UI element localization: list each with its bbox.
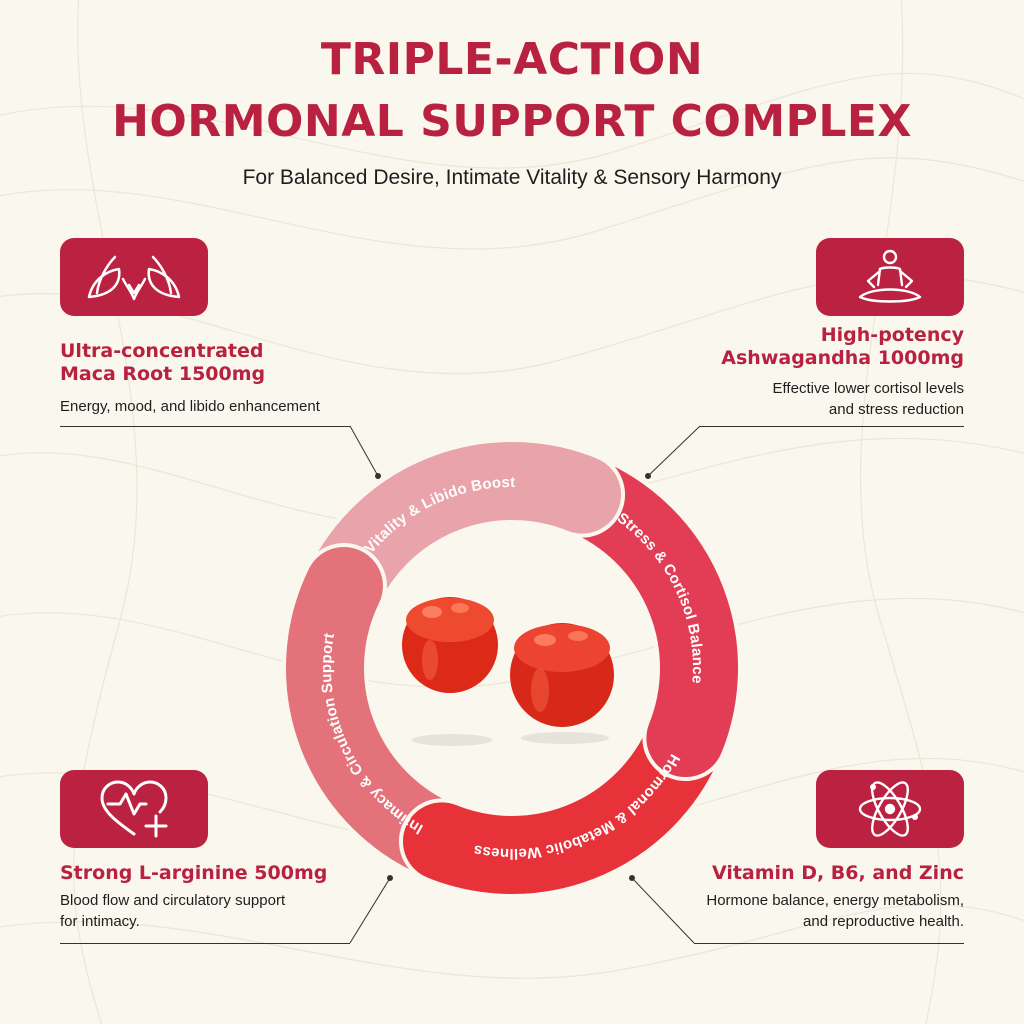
vitamins-heading: Vitamin D, B6, and Zinc [711, 862, 964, 884]
connector-top-left [349, 425, 379, 477]
gummy-left [402, 597, 498, 746]
ashwagandha-heading-line-1: High-potency [820, 324, 964, 346]
connector-dot-top-left [375, 473, 381, 479]
title-line-2: HORMONAL SUPPORT COMPLEX [112, 96, 912, 147]
connector-dot-bottom-right [629, 875, 635, 881]
ashwagandha-desc-line-2: and stress reduction [828, 401, 964, 418]
vitamins-desc-line-2: and reproductive health. [803, 913, 964, 930]
gummy-right [510, 623, 614, 744]
maca-heading-line-1: Ultra-concentrated [60, 340, 264, 362]
l-arginine-desc-line-2: for intimacy. [60, 913, 140, 930]
wheel-segment-4 [282, 543, 459, 882]
heart-plus-icon [100, 780, 168, 838]
lotus-icon [87, 255, 181, 301]
ashwagandha-icon-box [816, 238, 964, 316]
maca-icon-box [60, 238, 208, 316]
ashwagandha-heading-line-2: Ashwagandha 1000mg [721, 347, 964, 369]
connector-dot-top-right [645, 473, 651, 479]
connector-bottom-left [349, 877, 391, 944]
meditation-icon [858, 249, 922, 303]
maca-divider [60, 426, 350, 427]
connector-dot-bottom-left [387, 875, 393, 881]
subtitle: For Balanced Desire, Intimate Vitality &… [242, 166, 782, 189]
ashwagandha-divider [700, 426, 964, 427]
connector-bottom-right [631, 877, 695, 944]
vitamins-desc-line-1: Hormone balance, energy metabolism, [706, 892, 964, 909]
maca-heading-line-2: Maca Root 1500mg [60, 363, 266, 385]
connector-top-right [647, 425, 701, 477]
title-line-1: TRIPLE-ACTION [320, 34, 704, 85]
maca-description: Energy, mood, and libido enhancement [60, 398, 320, 415]
atom-icon [858, 781, 922, 837]
l-arginine-heading: Strong L-arginine 500mg [60, 862, 328, 884]
vitamins-divider [694, 943, 964, 944]
l-arginine-icon-box [60, 770, 208, 848]
vitamins-icon-box [816, 770, 964, 848]
l-arginine-desc-line-1: Blood flow and circulatory support [60, 892, 286, 909]
ashwagandha-desc-line-1: Effective lower cortisol levels [772, 380, 964, 397]
l-arginine-divider [60, 943, 350, 944]
